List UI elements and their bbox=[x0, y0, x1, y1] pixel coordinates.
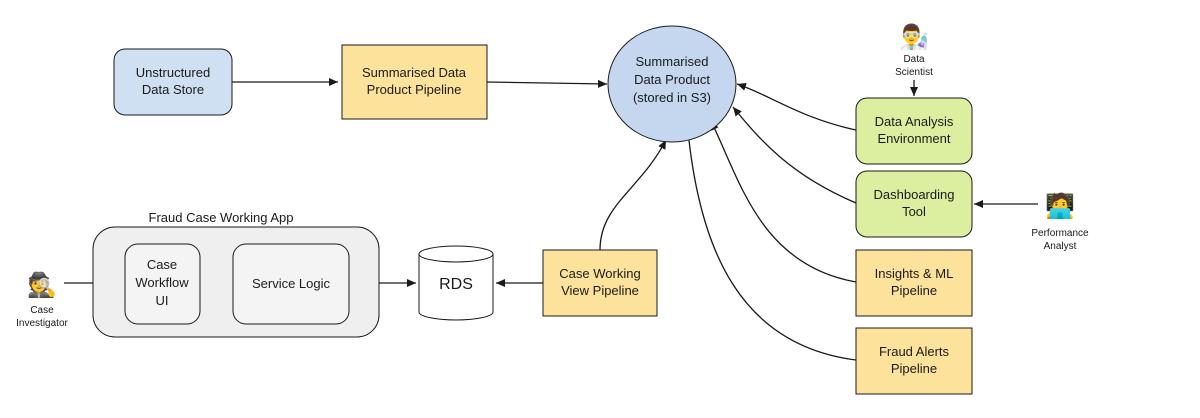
data-analysis-environment-line-1: Data Analysis bbox=[875, 114, 954, 129]
data-analysis-environment-line-2: Environment bbox=[878, 131, 951, 146]
analyst-icon: 🧑‍💻 bbox=[1045, 191, 1075, 220]
rds-cylinder-top bbox=[418, 245, 494, 263]
edge-analysis-to-product bbox=[736, 83, 857, 131]
data-analysis-environment-node: Data Analysis Environment bbox=[855, 97, 973, 165]
fraud-case-working-app-title: Fraud Case Working App bbox=[149, 210, 294, 225]
dashboarding-tool-line-1: Dashboarding bbox=[874, 187, 955, 202]
case-workflow-ui-line-2: Workflow bbox=[135, 275, 189, 290]
fraud-case-working-app-group: Fraud Case Working App Case Workflow UI … bbox=[92, 210, 380, 338]
fraud-alerts-pipeline-line-1: Fraud Alerts bbox=[879, 344, 950, 359]
case-workflow-ui-line-1: Case bbox=[147, 257, 177, 272]
edge-caseview-to-product bbox=[599, 139, 667, 251]
summarised-pipeline-line-1: Summarised Data bbox=[362, 65, 467, 80]
unstructured-data-store-line-1: Unstructured bbox=[136, 65, 210, 80]
service-logic-box bbox=[232, 243, 350, 325]
scientist-icon: 👨‍🔬 bbox=[899, 23, 929, 51]
summarised-pipeline-box bbox=[341, 44, 488, 120]
fraud-alerts-pipeline-line-2: Pipeline bbox=[891, 361, 937, 376]
performance-analyst-line-1: Performance bbox=[1031, 228, 1089, 239]
edges bbox=[64, 78, 1038, 361]
case-investigator-line-2: Investigator bbox=[16, 318, 68, 329]
data-scientist-actor: 👨‍🔬 Data Scientist bbox=[895, 23, 933, 78]
unstructured-data-store-box bbox=[113, 48, 233, 116]
unstructured-data-store-line-2: Data Store bbox=[142, 82, 204, 97]
case-workflow-ui-node: Case Workflow UI bbox=[124, 243, 201, 325]
case-working-view-pipeline-box bbox=[542, 249, 658, 317]
case-investigator-line-1: Case bbox=[30, 305, 54, 316]
insights-ml-pipeline-line-2: Pipeline bbox=[891, 283, 937, 298]
detective-icon: 🕵️ bbox=[27, 271, 57, 299]
summarised-pipeline-line-2: Product Pipeline bbox=[367, 82, 462, 97]
edge-alerts-to-product bbox=[684, 130, 857, 361]
fraud-alerts-pipeline-box bbox=[855, 327, 973, 395]
performance-analyst-actor: 🧑‍💻 Performance Analyst bbox=[1031, 191, 1089, 252]
service-logic-label: Service Logic bbox=[252, 276, 331, 291]
case-working-view-pipeline-line-2: View Pipeline bbox=[561, 283, 639, 298]
dashboarding-tool-line-2: Tool bbox=[902, 204, 926, 219]
case-working-view-pipeline-line-1: Case Working bbox=[559, 266, 640, 281]
service-logic-node: Service Logic bbox=[232, 243, 350, 325]
data-scientist-line-2: Scientist bbox=[895, 67, 933, 78]
data-analysis-environment-box bbox=[855, 97, 973, 165]
dashboarding-tool-node: Dashboarding Tool bbox=[855, 170, 973, 238]
case-working-view-pipeline-node: Case Working View Pipeline bbox=[542, 249, 658, 317]
unstructured-data-store-node: Unstructured Data Store bbox=[113, 48, 233, 116]
performance-analyst-line-2: Analyst bbox=[1044, 241, 1077, 252]
rds-database-node: RDS bbox=[418, 245, 494, 321]
case-workflow-ui-line-3: UI bbox=[156, 293, 169, 308]
insights-ml-pipeline-box bbox=[855, 249, 973, 317]
case-workflow-ui-box bbox=[124, 243, 201, 325]
dashboarding-tool-box bbox=[855, 170, 973, 238]
case-investigator-actor: 🕵️ Case Investigator bbox=[16, 271, 68, 329]
edge-dashboard-to-product bbox=[732, 106, 857, 204]
data-scientist-line-1: Data bbox=[903, 54, 925, 65]
edge-insights-to-product bbox=[710, 120, 857, 283]
summarised-data-product-line-2: Data Product bbox=[634, 72, 710, 87]
insights-ml-pipeline-node: Insights & ML Pipeline bbox=[855, 249, 973, 317]
edge-pipeline-to-product bbox=[486, 79, 608, 88]
fraud-alerts-pipeline-node: Fraud Alerts Pipeline bbox=[855, 327, 973, 395]
rds-label: RDS bbox=[439, 276, 473, 293]
summarised-pipeline-node: Summarised Data Product Pipeline bbox=[341, 44, 488, 120]
insights-ml-pipeline-line-1: Insights & ML bbox=[875, 266, 954, 281]
summarised-data-product-line-1: Summarised bbox=[636, 54, 709, 69]
summarised-data-product-node: Summarised Data Product (stored in S3) bbox=[607, 25, 737, 143]
summarised-data-product-ellipse bbox=[607, 25, 737, 143]
rds-cylinder-body bbox=[418, 254, 494, 321]
summarised-data-product-line-3: (stored in S3) bbox=[633, 90, 711, 105]
